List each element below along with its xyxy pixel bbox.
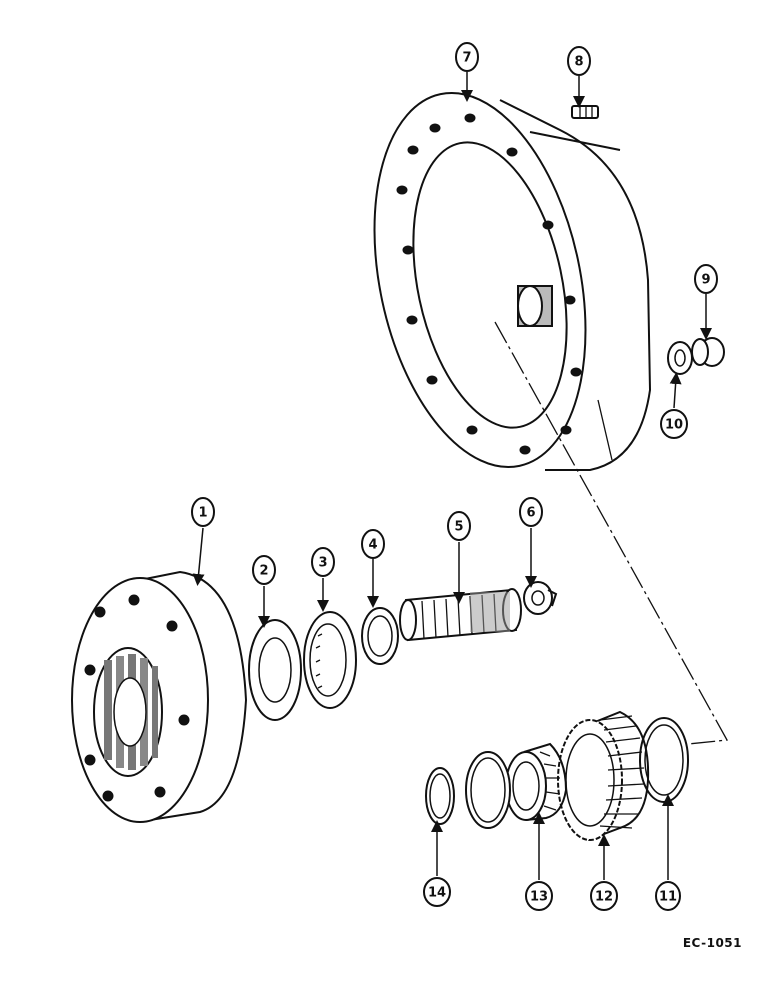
part-5-splined-shaft (399, 588, 522, 642)
part-6-lock-plate (523, 581, 558, 615)
callout-1-label: 1 (198, 506, 207, 521)
assembly-centerline (494, 321, 729, 745)
callout-13-label: 13 (530, 890, 548, 905)
callout-5: 5 (447, 511, 471, 541)
callout-11-label: 11 (659, 890, 677, 905)
part-2-thrust-washer (248, 619, 302, 721)
callout-5-label: 5 (454, 520, 463, 535)
flange-bolt-holes (396, 113, 582, 455)
part-9-plug (691, 337, 725, 367)
part-10-washer (667, 341, 693, 375)
part-12-gear (557, 710, 650, 841)
callout-leaders (192, 72, 712, 880)
part-7-housing (373, 91, 652, 471)
callout-14-label: 14 (428, 886, 446, 901)
callout-7: 7 (455, 42, 479, 72)
callout-6: 6 (519, 497, 543, 527)
callout-4: 4 (361, 529, 385, 559)
part-1-hub (71, 570, 248, 823)
callout-10-label: 10 (665, 418, 683, 433)
callout-8-label: 8 (574, 55, 583, 70)
callout-12: 12 (590, 881, 618, 911)
reference-code: EC-1051 (682, 936, 742, 950)
part-11-snap-ring (639, 717, 689, 803)
callout-6-label: 6 (526, 506, 535, 521)
callout-2: 2 (252, 555, 276, 585)
callout-3-label: 3 (318, 556, 327, 571)
callout-2-label: 2 (259, 564, 268, 579)
callout-1: 1 (191, 497, 215, 527)
housing-hub (517, 285, 553, 327)
part-4-snap-ring (361, 607, 399, 665)
callout-8: 8 (567, 46, 591, 76)
part-13-roller-bearing (505, 742, 568, 821)
callout-10: 10 (660, 409, 688, 439)
hub-splines (104, 654, 158, 770)
part-8-bolt (571, 105, 599, 119)
callout-11: 11 (655, 881, 681, 911)
callout-14: 14 (423, 877, 451, 907)
callout-7-label: 7 (462, 51, 471, 66)
part-3-bearing-ring (303, 611, 357, 709)
callout-3: 3 (311, 547, 335, 577)
hub-bolt-holes (84, 594, 190, 802)
callout-12-label: 12 (595, 890, 613, 905)
callout-13: 13 (525, 881, 553, 911)
callout-9: 9 (694, 264, 718, 294)
part-14-snap-ring (425, 767, 455, 825)
callout-4-label: 4 (368, 538, 377, 553)
intermediate-snap-ring (465, 751, 511, 829)
callout-9-label: 9 (701, 273, 710, 288)
